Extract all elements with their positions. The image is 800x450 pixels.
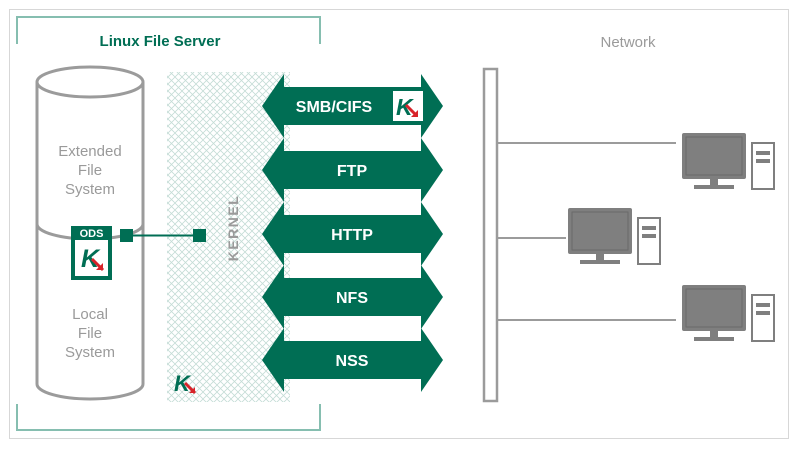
protocol-label: NFS bbox=[336, 290, 368, 307]
server-title: Linux File Server bbox=[100, 33, 221, 50]
protocol-label: NSS bbox=[336, 353, 369, 370]
kernel-logo-icon: K bbox=[174, 371, 197, 396]
ods-label: ODS bbox=[80, 228, 104, 240]
kaspersky-logo-letter: K bbox=[396, 94, 414, 120]
protocol-arrow-shape bbox=[262, 265, 443, 329]
local-fs-line3: System bbox=[65, 344, 115, 361]
kaspersky-logo-letter: K bbox=[81, 245, 101, 273]
protocol-arrow-smb-cifs: SMB/CIFS K bbox=[262, 74, 443, 138]
network-bus bbox=[482, 67, 499, 403]
network-title: Network bbox=[600, 34, 656, 51]
protocol-label: HTTP bbox=[331, 227, 373, 244]
protocol-arrows: SMB/CIFS K FTP HTTP NFS NSS bbox=[262, 74, 443, 392]
protocol-arrow-shape bbox=[262, 138, 443, 202]
server-bracket bbox=[16, 16, 321, 431]
kaspersky-logo-icon: K bbox=[393, 91, 423, 121]
computer-icon bbox=[682, 285, 775, 342]
computer-icon bbox=[568, 208, 661, 265]
protocol-arrow-shape bbox=[262, 74, 443, 138]
kernel-label: KERNEL bbox=[225, 195, 241, 262]
protocol-label: FTP bbox=[337, 163, 368, 180]
extended-fs-line3: System bbox=[65, 181, 115, 198]
kaspersky-logo-icon: K bbox=[81, 245, 105, 273]
protocol-arrow-nfs: NFS bbox=[262, 265, 443, 329]
local-fs-line2: File bbox=[78, 325, 102, 342]
protocol-arrow-nss: NSS bbox=[262, 328, 443, 392]
local-fs-line1: Local bbox=[72, 306, 108, 323]
protocol-arrow-http: HTTP bbox=[262, 202, 443, 266]
ods-connector bbox=[120, 229, 206, 242]
extended-fs-line1: Extended bbox=[58, 143, 121, 160]
protocol-arrow-shape bbox=[262, 328, 443, 392]
extended-fs-line2: File bbox=[78, 162, 102, 179]
protocol-arrow-shape bbox=[262, 202, 443, 266]
protocol-label: SMB/CIFS bbox=[296, 99, 373, 116]
kernel-logo-letter: K bbox=[174, 371, 192, 396]
computer-icon bbox=[682, 133, 775, 190]
protocol-arrow-ftp: FTP bbox=[262, 138, 443, 202]
